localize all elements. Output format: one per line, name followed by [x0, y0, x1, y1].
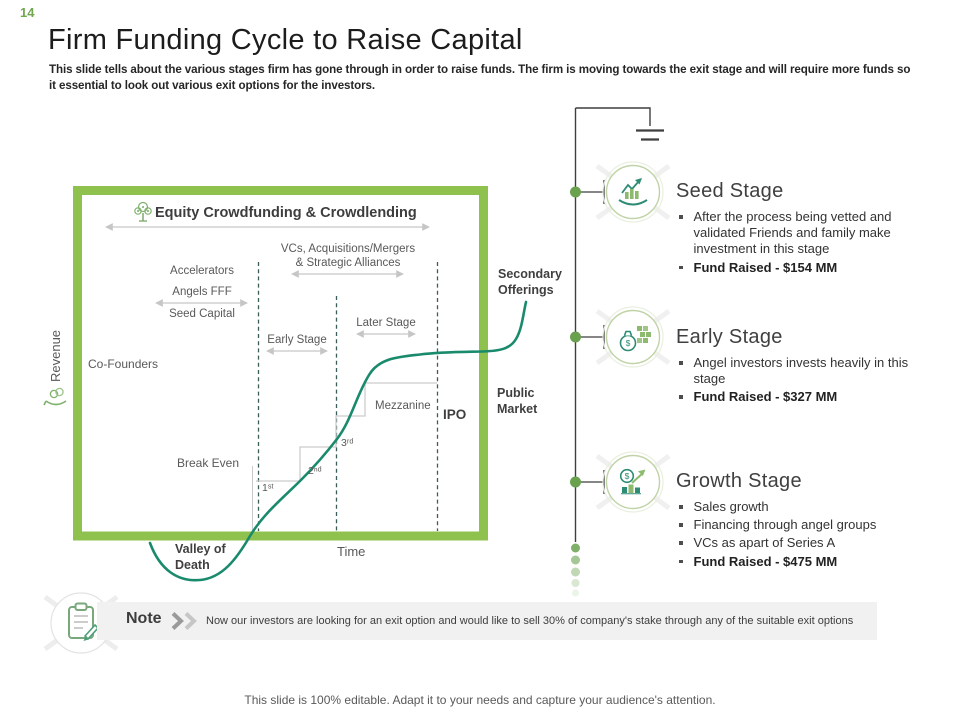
label-ipo: IPO — [443, 407, 467, 422]
stage-block-growth: Growth Stage Sales growth Financing thro… — [676, 470, 960, 572]
fund-raised-text: Fund Raised - $327 MM — [693, 389, 838, 405]
stage-title: Growth Stage — [676, 470, 802, 492]
note-text: Now our investors are looking for an exi… — [206, 615, 854, 627]
stage-block-seed: Seed Stage After the process being vette… — [676, 180, 960, 278]
note-bar — [97, 602, 877, 640]
bullet-item: Financing through angel groups — [676, 517, 938, 533]
page-subtitle: This slide tells about the various stage… — [49, 63, 911, 92]
ground-symbol — [636, 129, 664, 141]
label-valley-of-death: Valley of Death — [175, 542, 226, 572]
bullet-text: Sales growth — [693, 499, 769, 514]
bullet-marker — [679, 265, 683, 270]
money-hand-icon — [43, 387, 67, 406]
stage-bullets: Sales growth Financing through angel gro… — [676, 499, 960, 570]
chart-frame — [73, 186, 488, 541]
bullet-marker — [679, 559, 683, 564]
stage-separator-lines — [257, 262, 439, 531]
double-chevron-icon — [171, 612, 197, 630]
bullet-text: After the process being vetted and valid… — [693, 209, 892, 257]
page-title: Firm Funding Cycle to Raise Capital — [48, 24, 523, 56]
early-stage-icon: $ — [595, 306, 671, 368]
bullet-text: VCs as apart of Series A — [693, 535, 836, 551]
crowdfunding-header: Equity Crowdfunding & Crowdlending — [155, 205, 417, 221]
label-later-stage: Later Stage — [356, 317, 416, 329]
funding-round-steps — [256, 382, 437, 482]
footer-text: This slide is 100% editable. Adapt it to… — [244, 693, 716, 707]
label-accelerators: Accelerators — [170, 265, 234, 277]
range-arrows — [105, 223, 430, 355]
fading-dots — [571, 543, 580, 597]
stage-bullets: Angel investors invests heavily in this … — [676, 355, 960, 406]
label-early-stage: Early Stage — [267, 334, 327, 346]
bullet-item: After the process being vetted and valid… — [676, 209, 938, 258]
crowdfunding-tree-icon — [134, 201, 152, 222]
bullet-item: Sales growth — [676, 499, 938, 515]
bullet-item: Angel investors invests heavily in this … — [676, 355, 938, 387]
label-round-2: 2ⁿᵈ — [308, 465, 322, 477]
dollar-glyph: $ — [626, 338, 631, 348]
stage-title: Seed Stage — [676, 180, 784, 202]
growth-stage-icon: $ — [595, 451, 671, 513]
page-number: 14 — [20, 5, 35, 20]
label-co-founders: Co-Founders — [88, 357, 159, 371]
fund-raised-text: Fund Raised - $475 MM — [693, 553, 838, 569]
label-vcs-line1: VCs, Acquisitions/Mergers — [280, 243, 416, 255]
y-axis-label: Revenue — [48, 329, 63, 382]
stage-bullets: After the process being vetted and valid… — [676, 209, 960, 276]
bullet-marker — [679, 505, 683, 509]
fund-raised-item: Fund Raised - $154 MM — [676, 260, 938, 276]
label-round-1: 1ˢᵗ — [262, 482, 274, 494]
label-mezzanine: Mezzanine — [375, 400, 431, 412]
label-vcs-line2: & Strategic Alliances — [295, 257, 401, 269]
funding-curve — [148, 300, 528, 582]
note-label: Note — [126, 610, 162, 627]
stage-block-early: Early Stage Angel investors invests heav… — [676, 326, 960, 408]
seed-stage-icon — [595, 161, 671, 223]
label-public-market: Public Market — [497, 386, 538, 416]
bullet-text: Angel investors invests heavily in this … — [693, 355, 909, 387]
x-axis-label: Time — [337, 544, 366, 559]
fund-raised-item: Fund Raised - $475 MM — [676, 554, 938, 570]
bullet-item: VCs as apart of Series A — [676, 535, 938, 551]
label-break-even: Break Even — [177, 456, 240, 470]
dollar-glyph: $ — [625, 471, 630, 481]
bullet-marker — [679, 523, 683, 527]
bullet-text: Financing through angel groups — [693, 517, 877, 533]
fund-raised-text: Fund Raised - $154 MM — [693, 259, 838, 275]
bullet-marker — [679, 215, 683, 219]
stage-title: Early Stage — [676, 326, 783, 348]
label-seed-capital: Seed Capital — [169, 308, 235, 320]
label-angels-fff: Angels FFF — [172, 286, 232, 298]
bullet-marker — [679, 395, 683, 399]
bullet-marker — [679, 541, 683, 545]
label-secondary-offerings: Secondary Offerings — [498, 267, 562, 297]
bullet-marker — [679, 361, 683, 365]
fund-raised-item: Fund Raised - $327 MM — [676, 389, 938, 405]
label-round-3: 3ʳᵈ — [341, 437, 354, 449]
